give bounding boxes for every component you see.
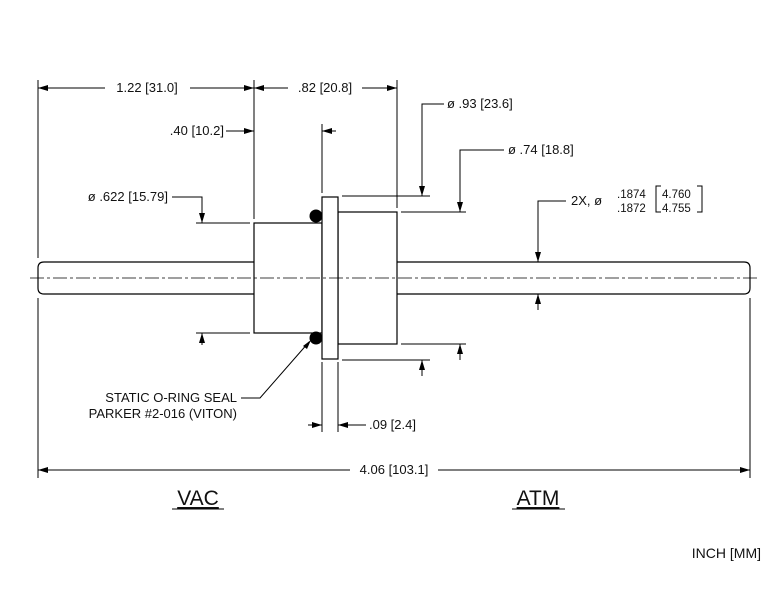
o-ring-bottom: [309, 331, 323, 345]
dim-vac-length-label: 1.22 [31.0]: [116, 80, 177, 95]
dim-body-length: .82 [20.8]: [254, 80, 397, 95]
dim-vac-length: 1.22 [31.0]: [38, 80, 254, 95]
dim-vac-body-dia: ø .622 [15.79]: [88, 189, 205, 345]
oring-note-line2: PARKER #2-016 (VITON): [89, 406, 237, 421]
dim-shaft-in-max: .1874: [617, 189, 646, 201]
dim-vac-body-dia-label: ø .622 [15.79]: [88, 189, 168, 204]
dim-atm-body-dia-label: ø .74 [18.8]: [508, 142, 574, 157]
part-geometry: [30, 196, 758, 360]
dim-flange-thk: .09 [2.4]: [308, 417, 416, 432]
dim-flange-offset: .40 [10.2]: [170, 123, 336, 138]
dim-body-length-label: .82 [20.8]: [298, 80, 352, 95]
oring-note-line1: STATIC O-RING SEAL: [105, 390, 237, 405]
units-label: INCH [MM]: [692, 545, 761, 561]
dim-shaft-dia: 2X, ø .1874 .1872 4.760 4.755: [535, 185, 703, 310]
dim-overall-length: 4.06 [103.1]: [38, 462, 750, 477]
dim-shaft-mm-min: 4.755: [662, 203, 691, 215]
dim-shaft-mm-bracket-right: [697, 185, 703, 213]
o-ring-top: [309, 209, 323, 223]
extension-lines: [37, 80, 751, 478]
dim-flange-dia-label: ø .93 [23.6]: [447, 96, 513, 111]
dim-flange-thk-label: .09 [2.4]: [369, 417, 416, 432]
dim-shaft-prefix: 2X, ø: [571, 193, 602, 208]
vac-side-label: VAC: [177, 487, 219, 510]
dim-shaft-in-min: .1872: [617, 203, 646, 215]
dim-atm-body-dia: ø .74 [18.8]: [457, 142, 574, 360]
dim-shaft-mm-max: 4.760: [662, 189, 691, 201]
dim-shaft-mm-bracket-left: [655, 185, 661, 213]
oring-callout: STATIC O-RING SEAL PARKER #2-016 (VITON): [89, 340, 311, 421]
dim-flange-offset-label: .40 [10.2]: [170, 123, 224, 138]
atm-side-label: ATM: [517, 487, 560, 510]
dim-overall-length-label: 4.06 [103.1]: [360, 462, 429, 477]
dim-flange-dia: ø .93 [23.6]: [419, 96, 513, 376]
